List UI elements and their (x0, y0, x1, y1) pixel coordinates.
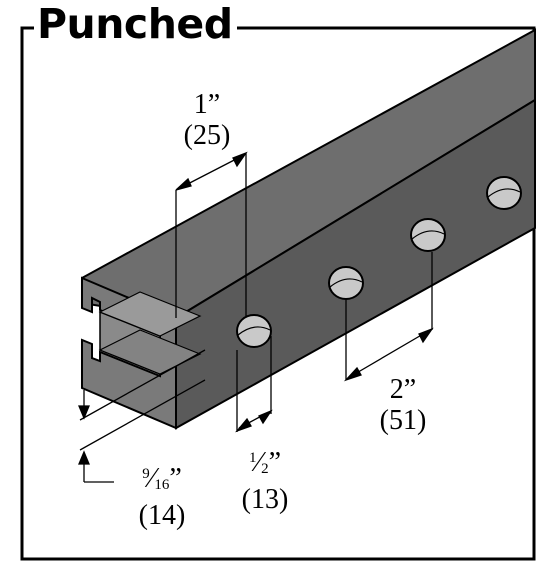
channel-inner-wall (98, 291, 202, 337)
hole-width-imperial: 1⁄2” (248, 447, 282, 478)
dim-hole-width-lines (234, 336, 273, 433)
hole-2 (328, 266, 364, 300)
slot-length-imperial: 1” (193, 89, 221, 120)
slot-length-metric: (25) (183, 120, 231, 151)
hole-spacing-label: 2” (51) (368, 375, 438, 437)
slot-length-label: 1” (25) (172, 90, 242, 152)
dim-hole-spacing-lines (343, 252, 434, 382)
hole-width-label: 1⁄2” (13) (230, 443, 300, 516)
page-title: Punched (34, 0, 237, 50)
dim-slot-length-lines (175, 151, 248, 318)
hole-width-metric: (13) (241, 484, 289, 515)
dim-edge-distance-lines (78, 349, 206, 483)
edge-distance-metric: (14) (138, 500, 186, 531)
border (20, 26, 536, 561)
hole-4 (486, 176, 522, 210)
hole-spacing-imperial: 2” (389, 374, 417, 405)
channel-inner-floor (98, 329, 202, 375)
edge-distance-imperial: 9⁄16” (142, 463, 182, 494)
edge-distance-label: 9⁄16” (14) (122, 459, 202, 532)
hole-1 (236, 314, 272, 348)
hole-3 (410, 218, 446, 252)
hole-spacing-metric: (51) (379, 405, 427, 436)
